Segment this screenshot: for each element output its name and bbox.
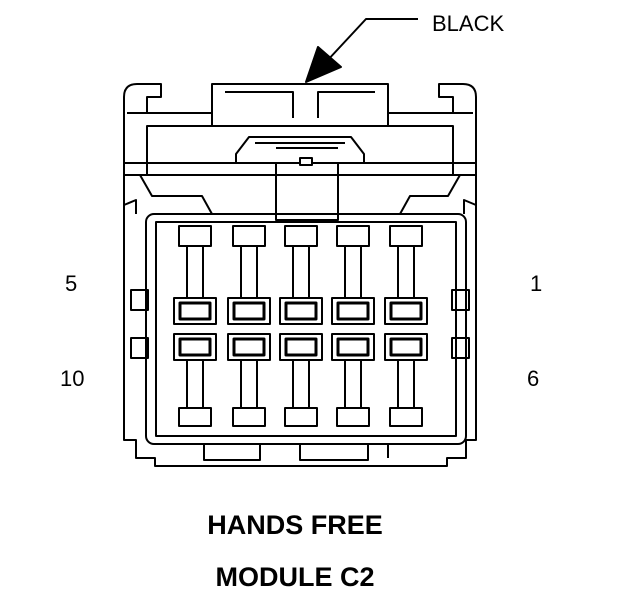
pin-column	[331, 225, 375, 427]
pin-label-bottom-left: 10	[60, 366, 85, 391]
terminal-guide	[336, 225, 370, 247]
latch-tab	[235, 136, 365, 221]
terminal-pins	[173, 225, 428, 427]
terminal-pin-9	[227, 333, 271, 361]
color-callout-leader	[305, 18, 418, 83]
pin-column	[227, 225, 271, 427]
connector-housing	[123, 83, 477, 467]
pin-column	[279, 225, 323, 427]
pin-label-bottom-right: 6	[527, 366, 540, 391]
terminal-pin-10	[173, 333, 217, 361]
pin-label-top-left: 5	[65, 271, 78, 296]
connector-title-line2: MODULE C2	[215, 562, 375, 592]
terminal-pin-6	[384, 333, 428, 361]
wire-color-label: BLACK	[432, 11, 505, 36]
terminal-pin-2	[331, 297, 375, 325]
terminal-guide	[178, 225, 212, 247]
terminal-guide	[389, 225, 423, 247]
pin-cavity-frame	[145, 213, 467, 445]
pin-column	[384, 225, 428, 427]
connector-title-line1: HANDS FREE	[207, 510, 383, 540]
pin-column	[173, 225, 217, 427]
terminal-guide	[178, 407, 212, 427]
terminal-guide	[336, 407, 370, 427]
terminal-pin-4	[227, 297, 271, 325]
terminal-guide	[232, 407, 266, 427]
terminal-guide	[232, 225, 266, 247]
terminal-pin-8	[279, 333, 323, 361]
terminal-pin-3	[279, 297, 323, 325]
terminal-pin-7	[331, 333, 375, 361]
terminal-guide	[284, 407, 318, 427]
terminal-guide	[284, 225, 318, 247]
terminal-pin-1	[384, 297, 428, 325]
terminal-guide	[389, 407, 423, 427]
pin-label-top-right: 1	[530, 271, 543, 296]
terminal-pin-5	[173, 297, 217, 325]
